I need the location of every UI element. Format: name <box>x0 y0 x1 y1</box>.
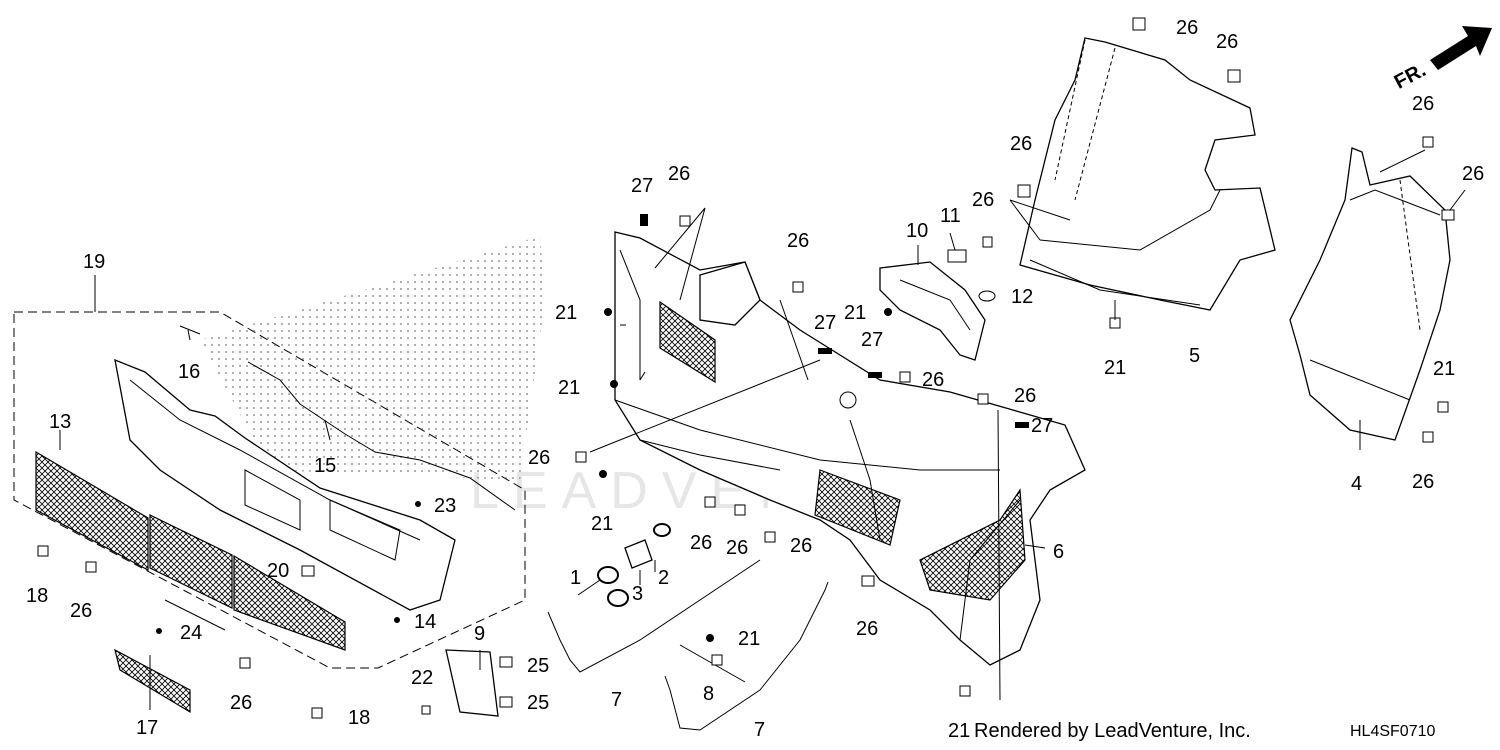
front-direction-arrow: FR. <box>1391 26 1492 94</box>
callout-7b: 7 <box>754 719 765 741</box>
callout-21a: 21 <box>555 302 577 324</box>
callout-11: 11 <box>940 205 961 227</box>
callout-6: 6 <box>1053 541 1064 563</box>
callout-20: 20 <box>267 560 289 582</box>
callout-21f: 21 <box>1433 358 1455 380</box>
callout-10: 10 <box>906 220 928 242</box>
callout-13: 13 <box>49 411 71 433</box>
callout-26f: 26 <box>972 189 994 211</box>
callout-25b: 25 <box>527 692 549 714</box>
callout-14: 14 <box>414 611 436 633</box>
credit-text: Rendered by LeadVenture, Inc. <box>974 720 1251 742</box>
callout-26e: 26 <box>1010 133 1032 155</box>
assembly-19-group <box>13 236 545 719</box>
callout-26l: 26 <box>690 532 712 554</box>
callout-26a: 26 <box>1176 17 1198 39</box>
callout-27c: 27 <box>861 329 883 351</box>
callout-26m: 26 <box>726 537 748 559</box>
callout-9: 9 <box>474 623 485 645</box>
callout-26d: 26 <box>1462 163 1484 185</box>
callout-24: 24 <box>180 622 202 644</box>
bracket-10 <box>879 232 996 361</box>
callout-26g: 26 <box>668 163 690 185</box>
rear-panel-6 <box>589 207 1086 701</box>
callout-7a: 7 <box>611 689 622 711</box>
callout-21g: 21 <box>738 628 760 650</box>
callout-26n: 26 <box>790 535 812 557</box>
callout-26o: 26 <box>856 618 878 640</box>
callout-18a: 18 <box>26 585 48 607</box>
callout-12: 12 <box>1011 286 1033 308</box>
callout-16: 16 <box>178 361 200 383</box>
callout-4: 4 <box>1351 473 1362 495</box>
callout-26j: 26 <box>1014 385 1036 407</box>
callout-17: 17 <box>136 717 158 739</box>
callout-22: 22 <box>411 667 433 689</box>
callout-labels: 1 2 3 4 5 6 7 7 8 9 10 11 12 13 14 15 16… <box>26 17 1484 742</box>
callout-21c: 21 <box>591 513 613 535</box>
callout-27a: 27 <box>631 175 653 197</box>
front-label: FR. <box>1391 59 1430 94</box>
callout-26p: 26 <box>70 600 92 622</box>
callout-26q: 26 <box>230 692 252 714</box>
callout-25a: 25 <box>527 655 549 677</box>
callout-8: 8 <box>703 683 714 705</box>
callout-27b: 27 <box>814 312 836 334</box>
callout-26i: 26 <box>922 369 944 391</box>
callout-23: 23 <box>434 495 456 517</box>
small-parts-group <box>421 214 1029 731</box>
callout-18b: 18 <box>348 707 370 729</box>
callout-21e: 21 <box>1104 357 1126 379</box>
callout-15: 15 <box>314 455 336 477</box>
callout-3: 3 <box>632 583 643 605</box>
callout-1: 1 <box>570 567 581 589</box>
callout-2: 2 <box>658 567 669 589</box>
callout-21d: 21 <box>844 302 866 324</box>
callout-21h: 21 <box>948 720 970 742</box>
callout-26k: 26 <box>528 447 550 469</box>
diagram-code: HL4SF0710 <box>1350 723 1436 740</box>
callout-26r: 26 <box>1412 471 1434 493</box>
callout-21b: 21 <box>558 377 580 399</box>
callout-26c: 26 <box>1412 93 1434 115</box>
callout-5: 5 <box>1189 345 1200 367</box>
fender-4 <box>1289 136 1466 450</box>
callout-27d: 27 <box>1031 415 1053 437</box>
callout-26b: 26 <box>1216 31 1238 53</box>
callout-26h: 26 <box>787 230 809 252</box>
fender-5 <box>1009 17 1276 329</box>
callout-19: 19 <box>83 251 105 273</box>
